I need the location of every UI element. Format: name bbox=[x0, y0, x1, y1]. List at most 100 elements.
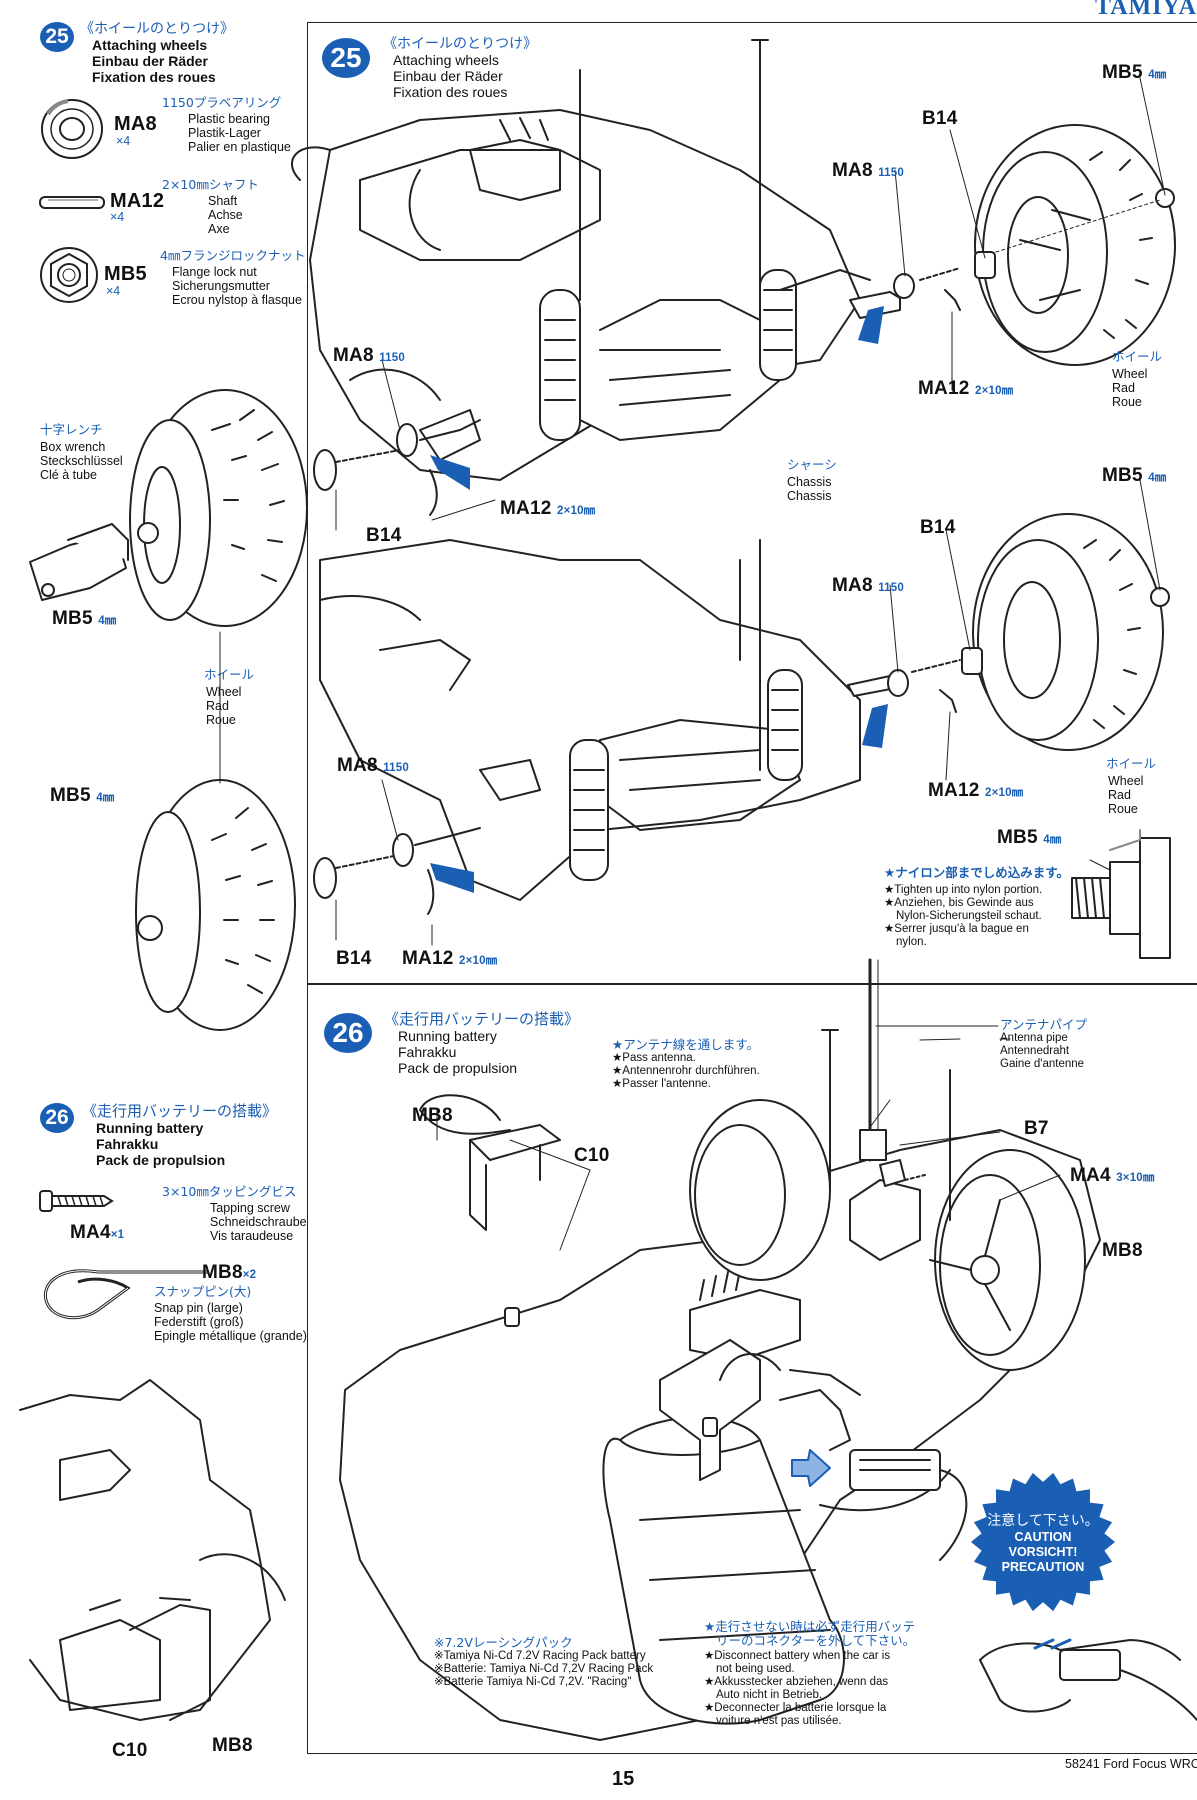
chassis-names: Chassis Chassis bbox=[787, 475, 831, 503]
step25-panel-badge: 25 bbox=[322, 38, 370, 78]
battery-note: ※7.2Vレーシングパック ※Tamiya Ni-Cd 7.2V Racing … bbox=[434, 1636, 653, 1689]
caution-starburst-icon bbox=[971, 1472, 1115, 1612]
tool-name-fr: Clé à tube bbox=[40, 468, 97, 482]
mb8-name-en: Snap pin (large) bbox=[154, 1301, 243, 1315]
battery-note-fr: ※Batterie Tamiya Ni-Cd 7,2V. "Racing" bbox=[434, 1676, 632, 1688]
nylon-note-fr2: nylon. bbox=[896, 936, 927, 948]
step26-panel-badge: 26 bbox=[324, 1013, 372, 1053]
ma12-name-en: Shaft bbox=[208, 194, 238, 208]
nylon-note-fr1: ★Serrer jusqu'à la bague en bbox=[884, 923, 1029, 935]
disconnect-note-de1: ★Akkusstecker abziehen, wenn das bbox=[704, 1676, 889, 1688]
ma4-name-en: Tapping screw bbox=[210, 1201, 290, 1215]
step25-panel-title-en: Attaching wheels bbox=[393, 52, 499, 68]
battery-note-en: ※Tamiya Ni-Cd 7.2V Racing Pack battery bbox=[434, 1650, 646, 1662]
mb8-label-b: MB8 bbox=[1102, 1240, 1143, 1261]
tool-name-en: Box wrench bbox=[40, 440, 106, 454]
disconnect-note-jp1: ★走行させない時は必ず走行用バッテ bbox=[704, 1619, 916, 1634]
mb8-qty: ×2 bbox=[242, 1269, 257, 1281]
disconnect-note-de2: Auto nicht in Betrieb. bbox=[716, 1689, 823, 1701]
c10-left-label: C10 bbox=[112, 1740, 148, 1761]
model-number: 58241 Ford Focus WRC bbox=[1065, 1757, 1197, 1771]
step25-panel-title-de: Einbau der Räder bbox=[393, 68, 503, 84]
ma8-label-b: MA8 1150 bbox=[333, 345, 405, 366]
tool-jp: 十字レンチ bbox=[40, 422, 103, 437]
mb5-label-a: MB5 4㎜ bbox=[1102, 62, 1167, 83]
wheel-upper-right-drawing bbox=[974, 124, 1176, 366]
caution-de: VORSICHT! bbox=[1008, 1545, 1078, 1559]
shaft-icon bbox=[39, 196, 105, 209]
caution-fr: PRECAUTION bbox=[1001, 1560, 1085, 1574]
mb5-qty: ×4 bbox=[106, 284, 121, 298]
left-wheel-lower-drawing bbox=[135, 779, 296, 1031]
mb8-name-de: Federstift (groß) bbox=[154, 1315, 244, 1329]
tool-name-de: Steckschlüssel bbox=[40, 454, 123, 468]
wheel-left-de: Rad bbox=[206, 699, 229, 713]
step25-panel-titles: Attaching wheels Einbau der Räder Fixati… bbox=[393, 52, 507, 100]
battery-install-drawing bbox=[339, 958, 1101, 1741]
antenna-pipe-jp: アンテナパイプ bbox=[1000, 1017, 1088, 1032]
nylon-note-jp: ★ナイロン部までしめ込みます。 bbox=[884, 865, 1069, 880]
mb5-names: Flange lock nut Sicherungsmutter Ecrou n… bbox=[172, 265, 302, 307]
disconnect-note-en2: not being used. bbox=[716, 1663, 795, 1675]
mb5-label-c: MB5 4㎜ bbox=[1102, 465, 1167, 486]
ma8-name-fr: Palier en plastique bbox=[188, 140, 291, 154]
mb8-code-wrap: MB8×2 bbox=[202, 1262, 256, 1284]
disconnect-note: ★走行させない時は必ず走行用バッテ リーのコネクターを外して下さい。 ★Disc… bbox=[704, 1620, 915, 1728]
wheel-left-names: Wheel Rad Roue bbox=[206, 685, 241, 727]
wheel-a-de: Rad bbox=[1112, 381, 1135, 395]
page-number: 15 bbox=[612, 1768, 635, 1790]
b7-label: B7 bbox=[1024, 1118, 1049, 1139]
antenna-pipe-note: アンテナパイプ Antenna pipe Antennedraht Gaine … bbox=[1000, 1018, 1087, 1071]
ma12-name-de: Achse bbox=[208, 208, 243, 222]
antenna-note-jp: ★アンテナ線を通します。 bbox=[612, 1037, 759, 1052]
battery-note-de: ※Batterie: Tamiya Ni-Cd 7,2V Racing Pack bbox=[434, 1663, 654, 1675]
caution-badge: 注意して下さい。 CAUTION VORSICHT! PRECAUTION bbox=[968, 1510, 1118, 1575]
mb8-left-label: MB8 bbox=[212, 1735, 253, 1756]
nylon-nut-detail-drawing bbox=[1071, 829, 1171, 959]
step25-panel-title-jp: 《ホイールのとりつけ》 bbox=[383, 36, 538, 52]
mb5-left-bottom: MB5 4㎜ bbox=[50, 785, 115, 806]
ma8-name-en: Plastic bearing bbox=[188, 112, 270, 126]
wheel-c-de: Rad bbox=[1108, 788, 1131, 802]
step25-sidebar-title-fr: Fixation des roues bbox=[92, 69, 216, 85]
disconnect-note-en1: ★Disconnect battery when the car is bbox=[704, 1650, 891, 1662]
disconnect-note-fr1: ★Deconnecter la batterie lorsque la bbox=[704, 1702, 887, 1714]
ma4-names: Tapping screw Schneidschraube Vis taraud… bbox=[210, 1201, 307, 1243]
wheel-lower-right-drawing bbox=[961, 513, 1170, 751]
b14-label-d: B14 bbox=[336, 948, 372, 969]
bearing-icon bbox=[41, 99, 103, 159]
chassis-de: Chassis bbox=[787, 489, 832, 503]
b14-label-a: B14 bbox=[922, 108, 958, 129]
step26-panel-title-de: Fahrakku bbox=[398, 1044, 457, 1060]
mb5-spec-jp: 4㎜フランジロックナット bbox=[160, 248, 306, 263]
tapping-screw-icon bbox=[39, 1190, 114, 1212]
wrench-drawing bbox=[29, 523, 129, 601]
tool-names: Box wrench Steckschlüssel Clé à tube bbox=[40, 440, 123, 482]
step26-panel-title-fr: Pack de propulsion bbox=[398, 1060, 518, 1076]
b14-label-b: B14 bbox=[366, 525, 402, 546]
chassis-upper-drawing bbox=[290, 39, 871, 481]
axle-lower-left-drawing bbox=[313, 827, 481, 915]
b14-label-c: B14 bbox=[920, 517, 956, 538]
axle-upper-left-drawing bbox=[313, 419, 481, 516]
antenna-note-fr: ★Passer l'antenne. bbox=[612, 1078, 711, 1090]
left-wheel-upper-drawing bbox=[129, 389, 308, 627]
brand-logo: TAMIYA bbox=[1094, 0, 1197, 20]
step26-sidebar-title-jp: 《走行用バッテリーの搭載》 bbox=[82, 1102, 278, 1120]
caution-en: CAUTION bbox=[1014, 1530, 1072, 1544]
step25-sidebar-title-en: Attaching wheels bbox=[92, 37, 208, 53]
step26-sidebar-title-fr: Pack de propulsion bbox=[96, 1152, 226, 1168]
leader-lines bbox=[335, 77, 1166, 1251]
wheel-c-fr: Roue bbox=[1108, 802, 1138, 816]
ma12-label-d: MA12 2×10㎜ bbox=[402, 948, 498, 969]
axle-upper-right-drawing bbox=[849, 267, 961, 344]
ma8-names: Plastic bearing Plastik-Lager Palier en … bbox=[188, 112, 291, 154]
mb5-label-e: MB5 4㎜ bbox=[997, 827, 1062, 848]
chassis-en: Chassis bbox=[787, 475, 832, 489]
nylon-note-de1: ★Anziehen, bis Gewinde aus bbox=[884, 897, 1034, 909]
disconnect-note-jp2: リーのコネクターを外して下さい。 bbox=[716, 1633, 916, 1648]
nylon-note-de2: Nylon-Sicherungsteil schaut. bbox=[896, 910, 1042, 922]
ma4-code: MA4 bbox=[70, 1222, 111, 1243]
nylon-note-en: ★Tighten up into nylon portion. bbox=[884, 884, 1043, 896]
lock-nut-icon bbox=[40, 247, 98, 303]
